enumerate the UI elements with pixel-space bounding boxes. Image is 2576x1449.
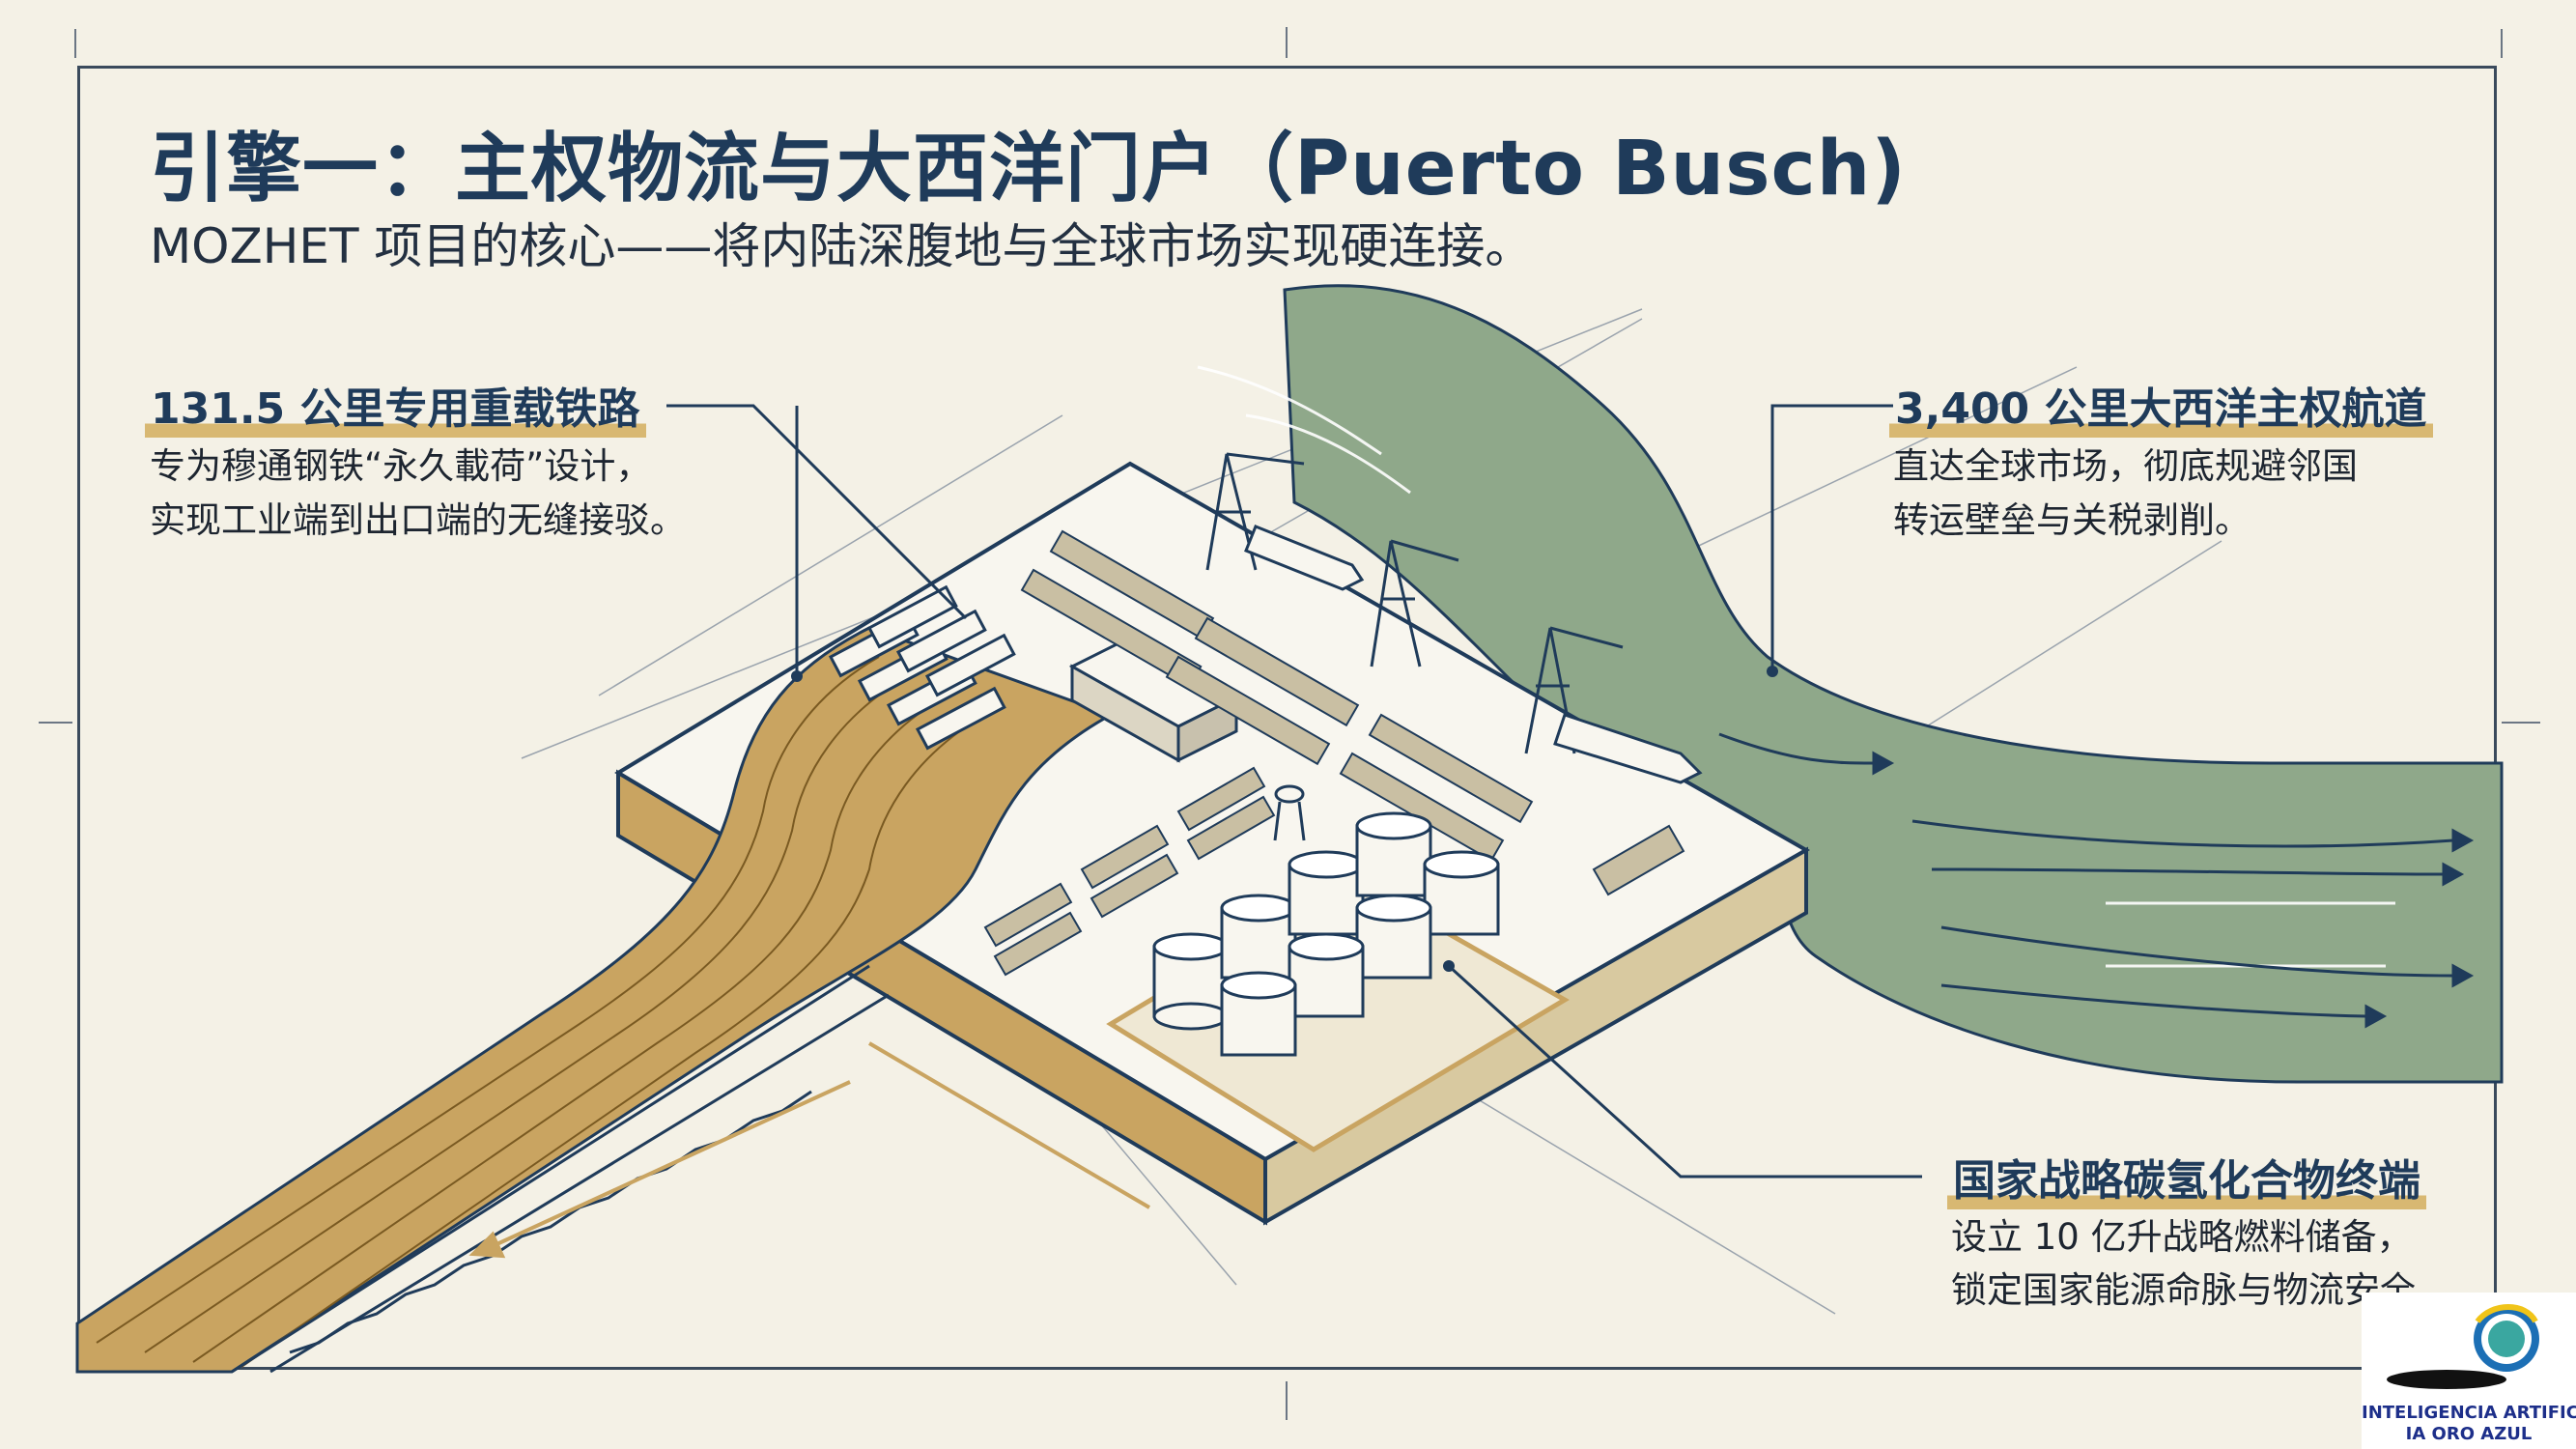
container-stacks <box>983 529 1685 977</box>
logo-line-1: INTELIGENCIA ARTIFICIAL <box>2362 1403 2576 1423</box>
shipping-callout-line-1: 直达全球市场，彻底规避邻国 <box>1893 445 2358 487</box>
water-tower <box>1273 784 1306 841</box>
railway-callout-line-1: 专为穆通钢铁“永久載荷”设计， <box>150 445 652 487</box>
shipping-callout-line-2: 转运壁垒与关税剥削。 <box>1893 499 2250 541</box>
hydrocarbon-callout-heading: 国家战略碳氢化合物终端 <box>1947 1146 2426 1209</box>
export-direction-arrow <box>468 1041 1151 1259</box>
page-subtitle: MOZHET 项目的核心——将内陆深腹地与全球市场实现硬连接。 <box>150 218 1534 274</box>
railway-callout-line-2: 实现工业端到出口端的无缝接驳。 <box>150 499 686 541</box>
tank <box>1220 971 1297 1057</box>
border-frame <box>77 66 2497 1370</box>
tank <box>1355 811 1432 897</box>
tank <box>1355 894 1432 980</box>
page-title: 引擎一：主权物流与大西洋门户（Puerto Busch) <box>150 126 1907 213</box>
fuel-storage-tanks <box>1152 811 1500 1057</box>
leader-lines <box>666 404 1922 1179</box>
rail-tracks <box>96 656 986 1368</box>
registration-marks <box>39 27 2540 1420</box>
flow-arrows <box>1718 732 2475 1029</box>
tank <box>1288 850 1365 936</box>
tank <box>1220 894 1297 980</box>
tank <box>1288 932 1365 1018</box>
railway-callout-heading: 131.5 公里专用重载铁路 <box>145 374 646 438</box>
logo-emblem <box>2387 1304 2539 1389</box>
gantry-cranes <box>1205 452 1624 754</box>
logo-line-2: IA ORO AZUL <box>2405 1424 2533 1444</box>
shipping-callout-heading: 3,400 公里大西洋主权航道 <box>1889 374 2433 438</box>
tank <box>1423 850 1500 936</box>
ia-oro-azul-logo: INTELIGENCIA ARTIFICIAL IA ORO AZUL <box>2362 1293 2576 1449</box>
train-wagons <box>828 584 1016 751</box>
tank <box>1152 932 1230 1031</box>
leader-dots <box>791 666 1778 972</box>
hydrocarbon-callout-line-1: 设立 10 亿升战略燃料储备， <box>1951 1216 2413 1258</box>
port-platform-side-right <box>1263 846 1808 1226</box>
cargo-ships <box>1244 525 1703 784</box>
